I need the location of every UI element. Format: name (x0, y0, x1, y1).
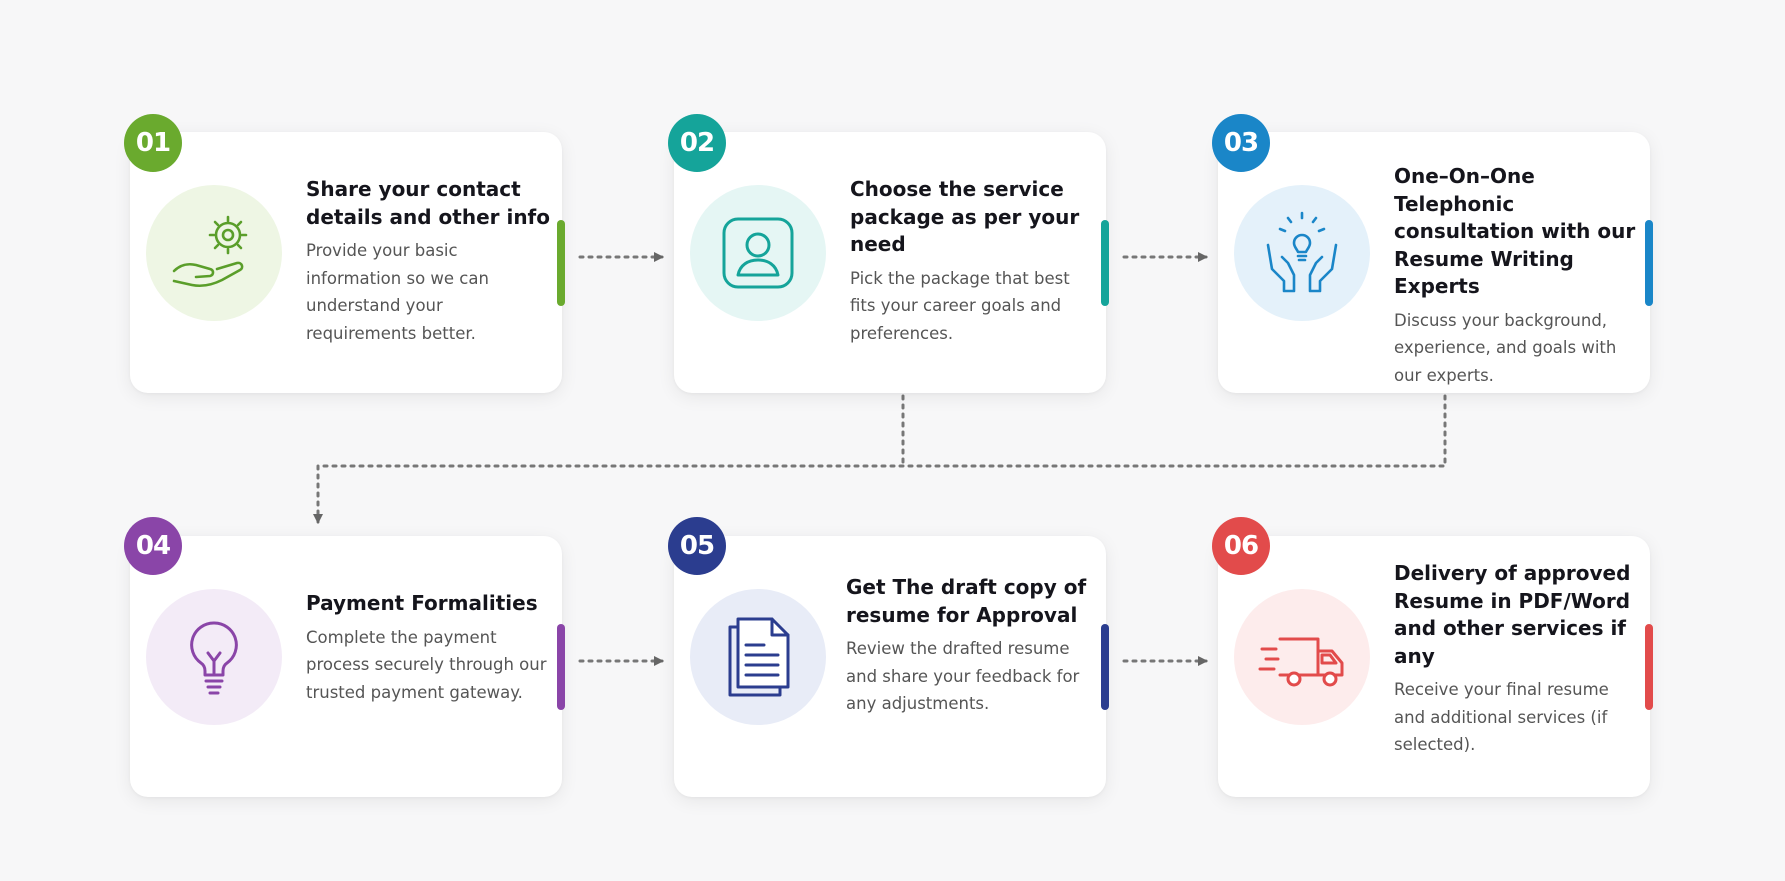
step-card-02: Choose the service package as per your n… (674, 132, 1109, 393)
step-card-05: Get The draft copy of resume for Approva… (674, 536, 1109, 797)
step-card-06: Delivery of approved Resume in PDF/Word … (1218, 536, 1653, 797)
accent-bar (1645, 220, 1653, 306)
step-badge-05: 05 (668, 517, 726, 575)
accent-bar (557, 624, 565, 710)
step-description: Review the drafted resume and share your… (846, 639, 1080, 713)
icon-circle (690, 589, 826, 725)
user-profile-icon (722, 217, 794, 289)
step-description: Complete the payment process securely th… (306, 627, 547, 702)
step-badge-03: 03 (1212, 114, 1270, 172)
step-description: Pick the package that best fits your car… (850, 268, 1070, 343)
step-badge-01: 01 (124, 114, 182, 172)
icon-circle (1234, 589, 1370, 725)
step-text: One–On–One Telephonic consultation with … (1394, 163, 1638, 389)
accent-bar (1645, 624, 1653, 710)
icon-circle (146, 589, 282, 725)
step-text: Delivery of approved Resume in PDF/Word … (1394, 560, 1638, 759)
step-card-04: Payment Formalities Complete the payment… (130, 536, 565, 797)
step-title: Get The draft copy of resume for Approva… (846, 575, 1087, 627)
document-icon (728, 617, 790, 697)
step-badge-04: 04 (124, 517, 182, 575)
step-description: Discuss your background, experience, and… (1394, 310, 1617, 385)
icon-circle (146, 185, 282, 321)
lightbulb-icon (190, 621, 238, 695)
step-title: Choose the service package as per your n… (850, 177, 1080, 256)
step-card-01: Share your contact details and other inf… (130, 132, 565, 393)
step-text: Payment Formalities Complete the payment… (306, 590, 550, 706)
icon-circle (690, 185, 826, 321)
hand-gear-icon (172, 215, 248, 288)
step-title: Delivery of approved Resume in PDF/Word … (1394, 561, 1631, 668)
step-text: Get The draft copy of resume for Approva… (846, 574, 1094, 718)
hands-lightbulb-icon (1266, 211, 1338, 293)
step-badge-02: 02 (668, 114, 726, 172)
step-badge-06: 06 (1212, 517, 1270, 575)
step-title: Payment Formalities (306, 591, 538, 615)
step-card-03: One–On–One Telephonic consultation with … (1218, 132, 1653, 393)
step-description: Receive your final resume and additional… (1394, 680, 1609, 754)
connector-03-down (316, 394, 1447, 468)
delivery-truck-icon (1258, 637, 1344, 687)
step-title: One–On–One Telephonic consultation with … (1394, 164, 1636, 298)
accent-bar (557, 220, 565, 306)
step-description: Provide your basic information so we can… (306, 241, 489, 343)
icon-circle (1234, 185, 1370, 321)
step-text: Choose the service package as per your n… (850, 176, 1094, 347)
accent-bar (1101, 220, 1109, 306)
step-text: Share your contact details and other inf… (306, 176, 550, 347)
step-title: Share your contact details and other inf… (306, 177, 550, 229)
accent-bar (1101, 624, 1109, 710)
